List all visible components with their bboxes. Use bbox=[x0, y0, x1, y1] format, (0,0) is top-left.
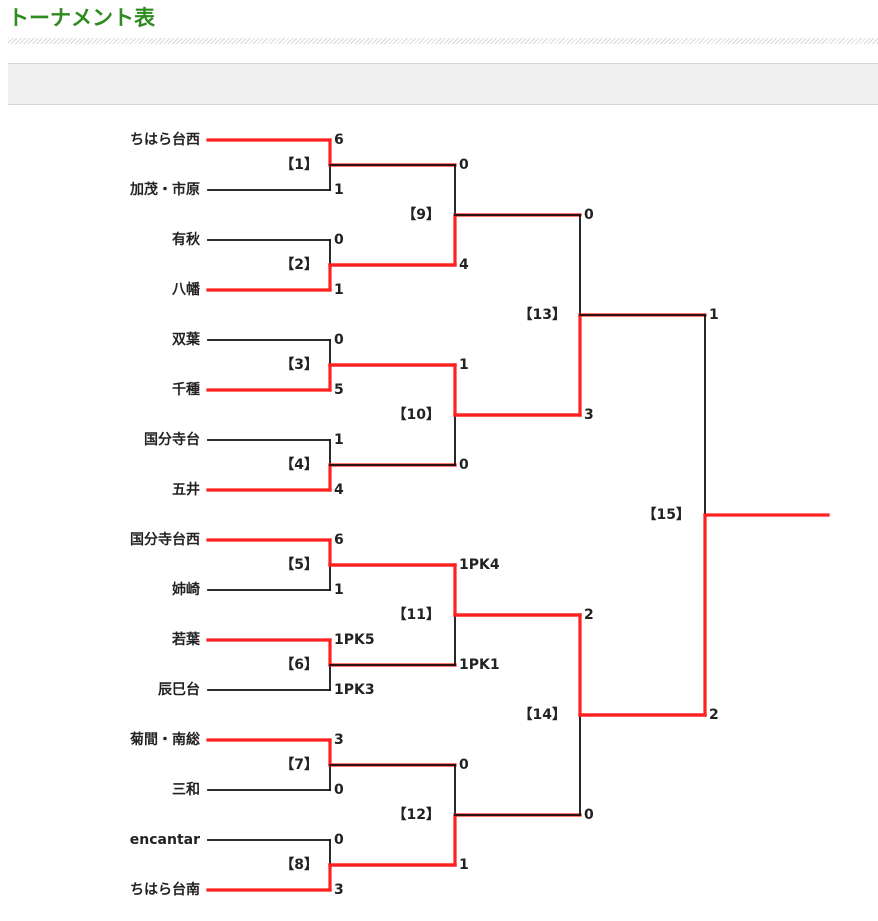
match-5-score-top: 6 bbox=[334, 532, 344, 548]
match-11-score-top: 1PK4 bbox=[459, 557, 500, 573]
match-3-score-top: 0 bbox=[334, 332, 344, 348]
team-name: 国分寺台西 bbox=[130, 531, 200, 548]
team-name: 辰巳台 bbox=[158, 681, 200, 698]
team-name: 姉崎 bbox=[172, 581, 200, 598]
match-15-score-bottom: 2 bbox=[709, 707, 719, 723]
match-8-score-bottom: 3 bbox=[334, 882, 344, 898]
match-15-label: 【15】 bbox=[643, 507, 690, 523]
match-14-score-bottom: 0 bbox=[584, 807, 594, 823]
match-7-label: 【7】 bbox=[280, 757, 318, 773]
match-3-score-bottom: 5 bbox=[334, 382, 344, 398]
match-11-label: 【11】 bbox=[393, 607, 440, 623]
match-2-label: 【2】 bbox=[280, 257, 318, 273]
team-name: encantar bbox=[130, 832, 200, 848]
match-9-score-bottom: 4 bbox=[459, 257, 469, 273]
match-6-score-bottom: 1PK3 bbox=[334, 682, 375, 698]
team-name: 八幡 bbox=[171, 281, 201, 298]
page-title: トーナメント表 bbox=[8, 6, 155, 30]
team-name: 若葉 bbox=[171, 631, 201, 648]
match-12-label: 【12】 bbox=[393, 807, 440, 823]
match-7-score-top: 3 bbox=[334, 732, 344, 748]
match-12-score-bottom: 1 bbox=[459, 857, 469, 873]
team-name: 三和 bbox=[172, 782, 200, 798]
team-name: 五井 bbox=[172, 481, 200, 498]
team-name: 加茂・市原 bbox=[129, 181, 200, 198]
match-13-score-top: 0 bbox=[584, 207, 594, 223]
match-13-score-bottom: 3 bbox=[584, 407, 594, 423]
match-2-score-top: 0 bbox=[334, 232, 344, 248]
match-7-score-bottom: 0 bbox=[334, 782, 344, 798]
team-name: 双葉 bbox=[172, 331, 201, 348]
header-bar bbox=[8, 63, 878, 105]
match-4-score-top: 1 bbox=[334, 432, 344, 448]
team-name: 国分寺台 bbox=[144, 431, 200, 448]
match-6-score-top: 1PK5 bbox=[334, 632, 375, 648]
match-6-label: 【6】 bbox=[280, 657, 318, 673]
match-4-score-bottom: 4 bbox=[334, 482, 344, 498]
match-10-score-bottom: 0 bbox=[459, 457, 469, 473]
team-name: ちはら台南 bbox=[130, 881, 200, 898]
match-12-score-top: 0 bbox=[459, 757, 469, 773]
match-10-score-top: 1 bbox=[459, 357, 469, 373]
match-9-score-top: 0 bbox=[459, 157, 469, 173]
match-11-score-bottom: 1PK1 bbox=[459, 657, 500, 673]
match-15-score-top: 1 bbox=[709, 307, 719, 323]
match-4-label: 【4】 bbox=[280, 457, 318, 473]
match-14-score-top: 2 bbox=[584, 607, 594, 623]
match-9-label: 【9】 bbox=[402, 207, 440, 223]
match-1-label: 【1】 bbox=[280, 157, 318, 173]
match-8-label: 【8】 bbox=[280, 857, 318, 873]
match-10-label: 【10】 bbox=[393, 407, 440, 423]
match-3-label: 【3】 bbox=[280, 357, 318, 373]
team-name: ちはら台西 bbox=[130, 131, 200, 148]
team-name: 有秋 bbox=[172, 231, 201, 248]
match-14-label: 【14】 bbox=[519, 707, 566, 723]
match-2-score-bottom: 1 bbox=[334, 282, 344, 298]
match-5-score-bottom: 1 bbox=[334, 582, 344, 598]
team-name: 菊間・南総 bbox=[130, 731, 200, 748]
team-name: 千種 bbox=[172, 381, 200, 398]
match-13-label: 【13】 bbox=[519, 307, 566, 323]
match-5-label: 【5】 bbox=[280, 557, 318, 573]
match-1-score-top: 6 bbox=[334, 132, 344, 148]
title-underline bbox=[8, 38, 878, 44]
match-1-score-bottom: 1 bbox=[334, 182, 344, 198]
match-8-score-top: 0 bbox=[334, 832, 344, 848]
